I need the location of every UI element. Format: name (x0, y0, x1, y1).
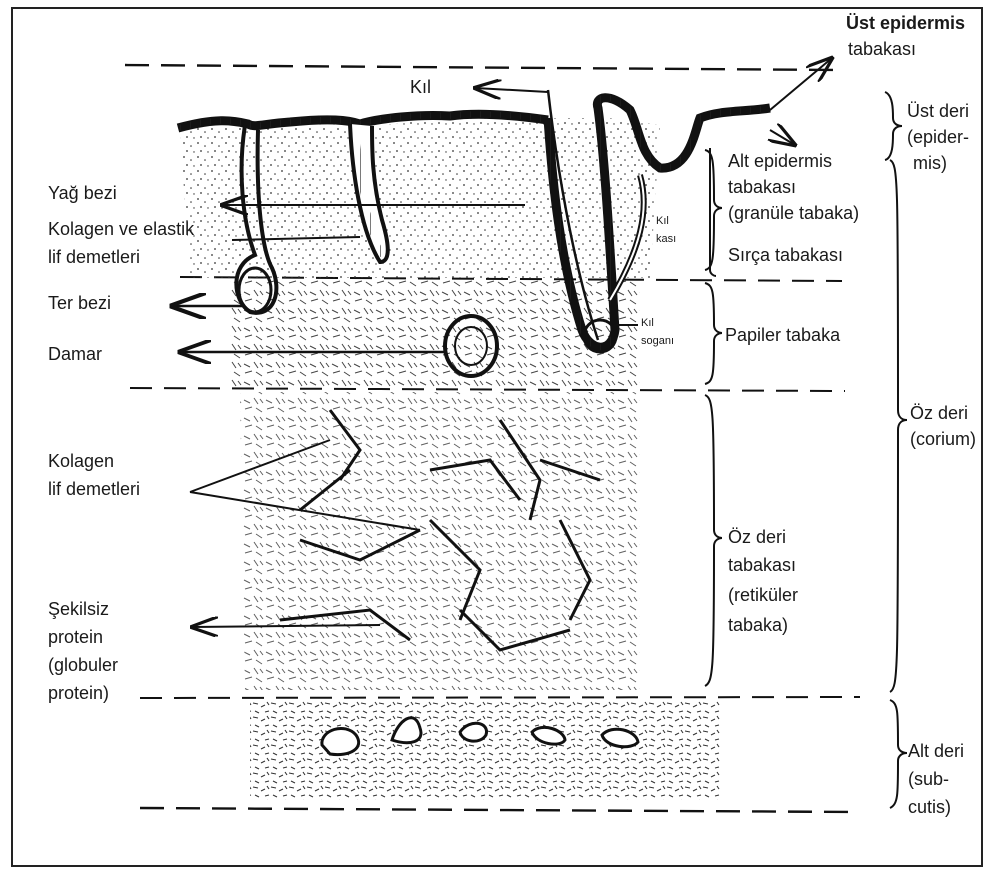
label-oz-deri-tab-1: Öz deri (728, 524, 786, 550)
label-ter-bezi: Ter bezi (48, 290, 111, 316)
kil-arrow (475, 88, 548, 92)
label-alt-deri-2: (sub- (908, 766, 949, 792)
label-ust-deri-2: (epider- (907, 124, 969, 150)
label-kolagen-lif-1: Kolagen (48, 448, 114, 474)
label-alt-deri-3: cutis) (908, 794, 951, 820)
brace-granule (705, 150, 722, 270)
top-boundary (125, 65, 840, 70)
label-ust-deri-3: mis) (913, 150, 947, 176)
label-oz-deri-tab-3: (retiküler (728, 582, 798, 608)
label-sekilsiz-3: (globuler (48, 652, 118, 678)
label-ust-epidermis-2: tabakası (848, 36, 916, 62)
label-kolagen-lif-2: lif demetleri (48, 476, 140, 502)
brace-papiler (705, 283, 722, 384)
label-ust-epidermis-1: Üst epidermis (846, 10, 965, 36)
bottom-boundary (140, 808, 855, 812)
label-kolagen-elastik-1: Kolagen ve elastik (48, 216, 194, 242)
label-oz-deri-tab-2: tabakası (728, 552, 796, 578)
label-kil-sogani-2: soganı (641, 334, 674, 348)
epidermis-region (180, 116, 660, 278)
label-papiler: Papiler tabaka (725, 322, 840, 348)
ust-epidermis-arrow (770, 58, 832, 110)
brace-alt-deri (890, 700, 907, 808)
label-damar: Damar (48, 341, 102, 367)
label-ust-deri-1: Üst deri (907, 98, 969, 124)
brace-retikuler (705, 395, 722, 686)
papillary-boundary (130, 388, 845, 391)
label-kolagen-elastik-2: lif demetleri (48, 244, 140, 270)
label-oz-deri-1: Öz deri (910, 400, 968, 426)
label-yag-bezi: Yağ bezi (48, 180, 117, 206)
label-sekilsiz-1: Şekilsiz (48, 596, 109, 622)
brace-oz-deri (890, 160, 907, 692)
subcutis-region (250, 700, 720, 800)
label-kil-sogani-1: Kıl (641, 316, 654, 330)
label-alt-epidermis-3: (granüle tabaka) (728, 200, 859, 226)
reticular-boundary (140, 697, 860, 698)
brace-ust-deri (885, 92, 902, 160)
alt-epidermis-arrow (770, 130, 795, 145)
label-kil: Kıl (410, 74, 431, 100)
label-oz-deri-tab-4: tabaka) (728, 612, 788, 638)
label-alt-epidermis-2: tabakası (728, 174, 796, 200)
label-sekilsiz-2: protein (48, 624, 103, 650)
label-alt-deri-1: Alt deri (908, 738, 964, 764)
label-kil-kasi-1: Kıl (656, 214, 669, 228)
label-kil-kasi-2: kası (656, 232, 676, 246)
label-alt-epidermis-1: Alt epidermis (728, 148, 832, 174)
label-sirca: Sırça tabakası (728, 242, 843, 268)
label-oz-deri-2: (corium) (910, 426, 976, 452)
papillary-region (230, 280, 640, 388)
label-sekilsiz-4: protein) (48, 680, 109, 706)
